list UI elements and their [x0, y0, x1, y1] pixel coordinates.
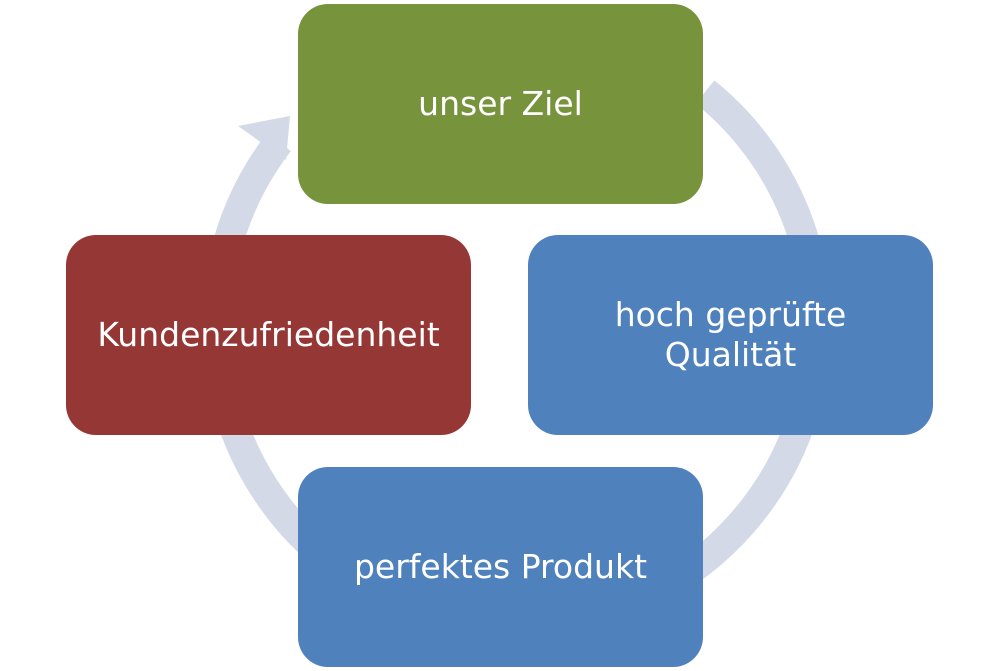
- node-unser-ziel: unser Ziel: [298, 4, 703, 204]
- node-kundenzufriedenheit: Kundenzufriedenheit: [66, 235, 471, 435]
- cycle-arrow-head: [238, 116, 290, 160]
- node-hoch-gepruefte-qualitaet: hoch geprüfte Qualität: [528, 235, 933, 435]
- node-perfektes-produkt: perfektes Produkt: [298, 467, 703, 667]
- node-label: perfektes Produkt: [353, 546, 648, 586]
- node-label: unser Ziel: [418, 83, 583, 123]
- node-label: Kundenzufriedenheit: [97, 314, 440, 354]
- node-label: hoch geprüfte Qualität: [614, 294, 847, 374]
